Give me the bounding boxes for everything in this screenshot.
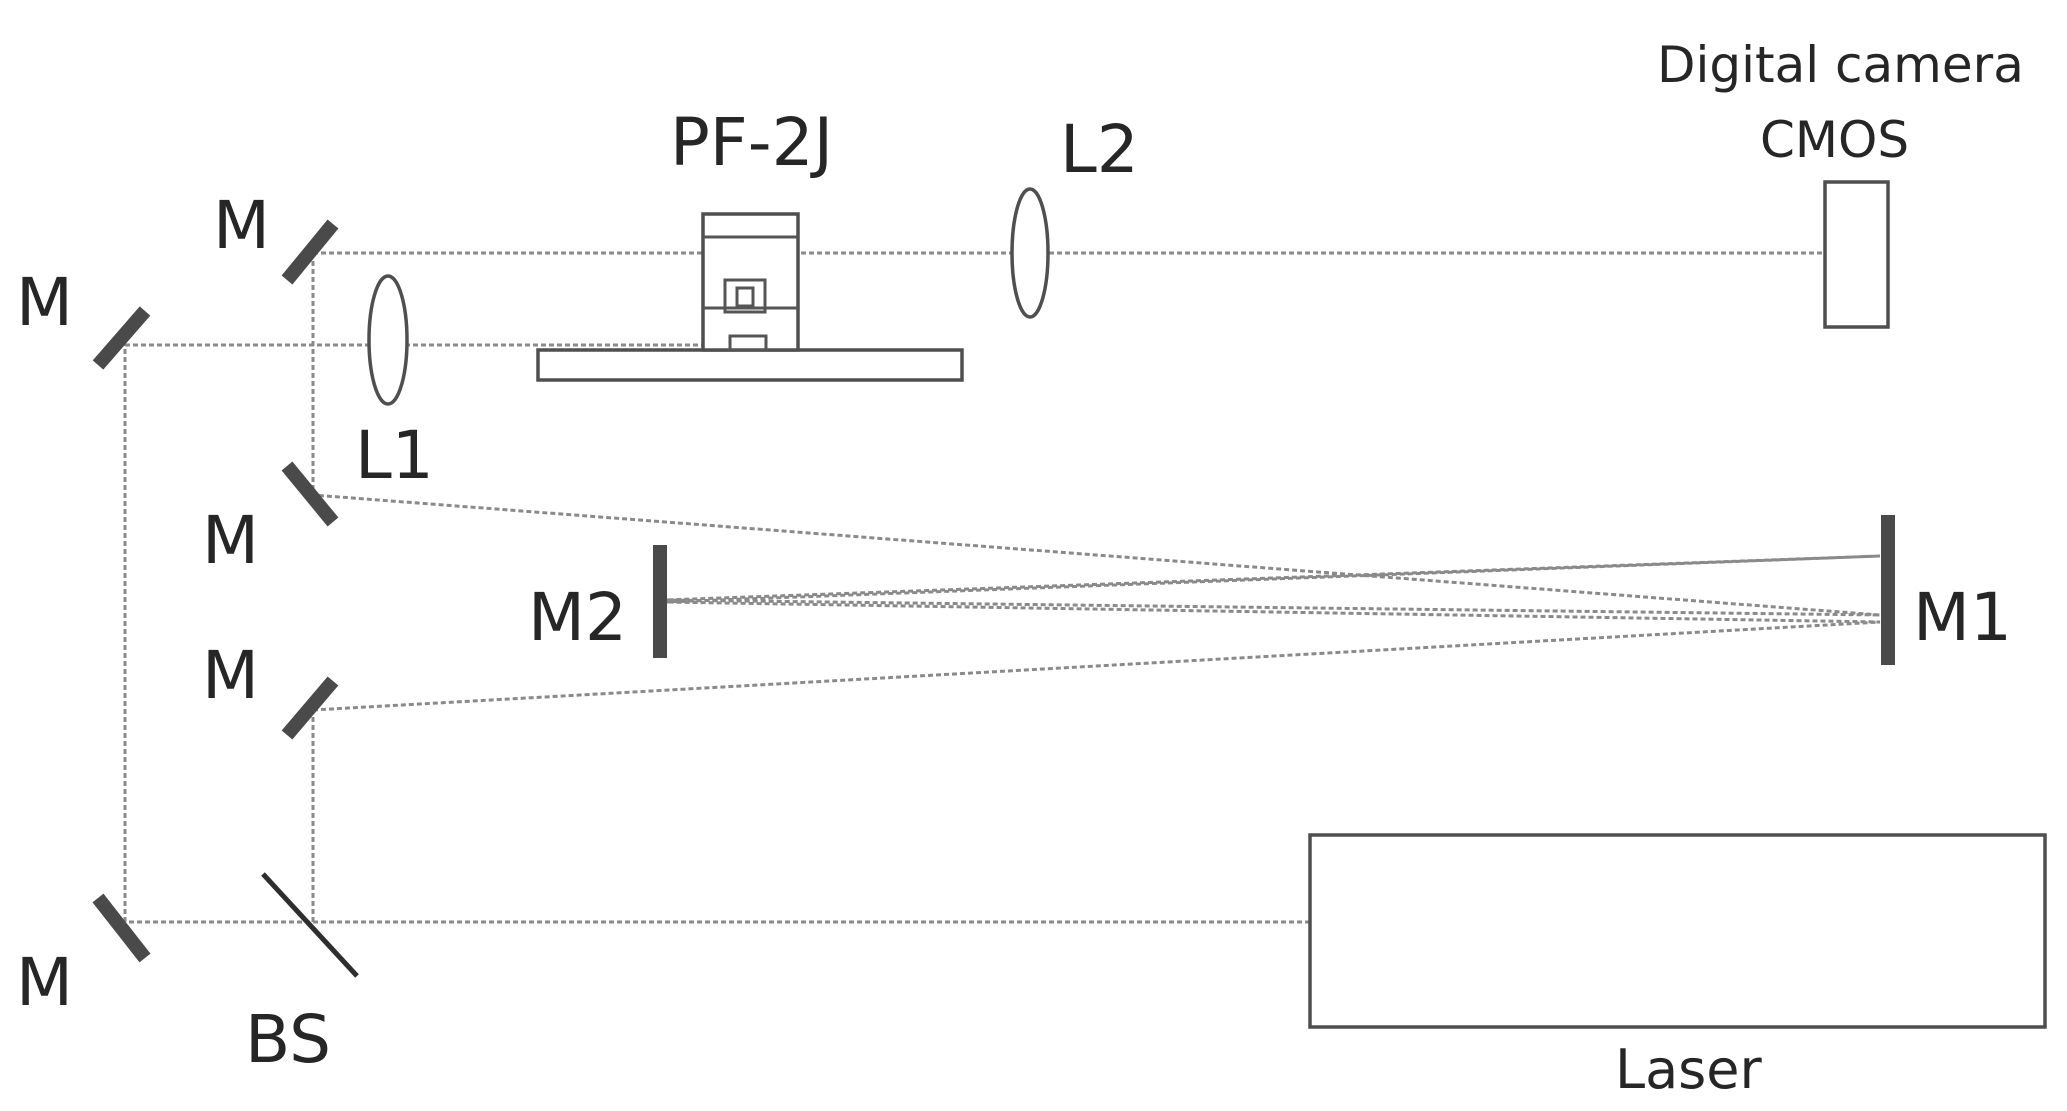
beam-delay-zigzag xyxy=(312,493,1881,712)
beam-splitter xyxy=(261,872,359,978)
camera-cmos xyxy=(1823,180,1890,329)
label-mirror-top: M xyxy=(213,187,270,264)
sample-housing xyxy=(701,212,800,352)
label-laser: Laser xyxy=(1615,1038,1763,1101)
label-lens-l2: L2 xyxy=(1060,111,1139,188)
sample-holder xyxy=(536,212,964,382)
lens-l1 xyxy=(367,274,409,406)
beam-paths xyxy=(123,251,1881,924)
label-camera-line2: CMOS xyxy=(1760,111,1909,169)
label-beam-splitter: BS xyxy=(245,1001,331,1078)
sample-cell-inner xyxy=(735,286,755,308)
mirror-upper-left xyxy=(92,306,151,370)
label-sample: PF-2J xyxy=(670,104,833,181)
mirror-bottom-left xyxy=(92,893,151,963)
label-mirror-m2: M2 xyxy=(528,579,627,656)
mirror-mid-upper xyxy=(281,461,339,527)
lens-l2 xyxy=(1010,187,1050,319)
label-mirror-bottom-left: M xyxy=(16,944,73,1021)
label-camera-line1: Digital camera xyxy=(1657,36,2024,94)
sample-stage xyxy=(536,348,964,382)
label-mirror-upper-left: M xyxy=(16,264,73,341)
label-mirror-mid-upper: M xyxy=(202,502,259,579)
mirror-mid-lower xyxy=(281,676,339,740)
laser-box xyxy=(1308,833,2047,1029)
label-mirror-m1: M1 xyxy=(1913,579,2012,656)
label-mirror-mid-lower: M xyxy=(202,637,259,714)
sample-cell xyxy=(723,278,767,314)
mirror-top xyxy=(281,219,339,285)
labels: Digital camera CMOS PF-2J L2 L1 M M M M … xyxy=(16,36,2024,1101)
mirrors xyxy=(92,219,339,963)
label-lens-l1: L1 xyxy=(355,417,434,494)
sample-base-block xyxy=(728,334,768,352)
